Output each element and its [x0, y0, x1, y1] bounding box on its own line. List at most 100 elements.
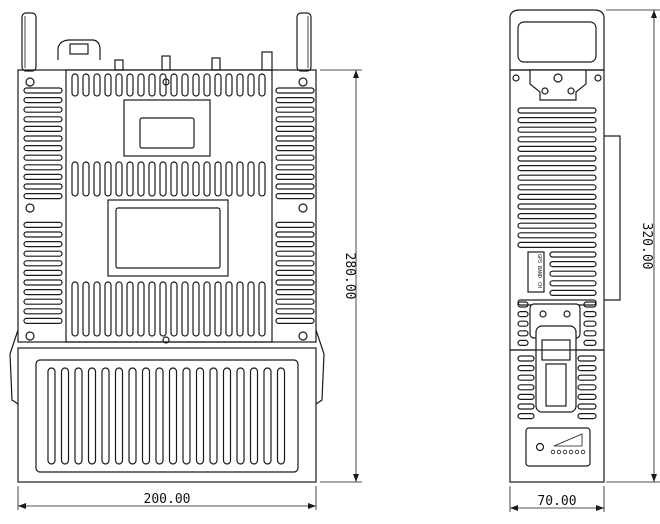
fin-slot	[517, 165, 597, 172]
battery-slot	[249, 367, 259, 465]
battery-slot	[236, 367, 245, 465]
fin-slot	[517, 116, 597, 124]
battery-slot	[141, 367, 151, 465]
fin-slot	[93, 281, 101, 337]
top-connectors	[57, 39, 273, 71]
fin-slot	[104, 161, 112, 197]
fin-slot	[115, 161, 123, 197]
fin-slot	[517, 232, 597, 239]
fin-slot	[23, 317, 63, 324]
fin-slot	[275, 221, 315, 228]
fin-slot	[549, 280, 597, 287]
fin-slot	[275, 87, 315, 94]
fin-slot	[225, 281, 233, 337]
front-height-label: 280.00	[342, 253, 357, 300]
fin-slot	[275, 289, 315, 296]
fin-slot	[148, 161, 156, 197]
fin-slot	[225, 161, 233, 197]
fin-slot	[23, 135, 63, 142]
battery-slot	[222, 367, 232, 465]
fin-slot	[275, 269, 315, 276]
side-fins	[517, 107, 597, 346]
fin-slot	[275, 116, 315, 123]
fin-slot	[104, 281, 112, 337]
fin-slot	[577, 403, 597, 410]
fin-slot	[247, 281, 255, 337]
fin-slot	[517, 213, 597, 220]
fin-slot	[126, 161, 134, 197]
fin-slot	[517, 365, 535, 372]
fin-slot	[275, 231, 315, 238]
fin-slot	[170, 281, 178, 337]
fin-slot	[577, 365, 597, 372]
fin-slot	[517, 174, 597, 181]
panel-label-bottom: CH	[536, 282, 542, 288]
fin-slot	[192, 281, 200, 337]
fin-slot	[517, 311, 529, 318]
fin-slot	[275, 125, 315, 133]
fin-slot	[236, 281, 244, 337]
fin-slot	[126, 281, 134, 337]
connector-panel: GPS BAND CH	[527, 251, 545, 293]
fin-slot	[23, 269, 63, 276]
display-window-small	[123, 99, 211, 157]
side-height-label: 320.00	[639, 223, 654, 270]
fin-slot	[170, 161, 178, 197]
fin-slot	[82, 161, 90, 197]
battery-slot	[74, 367, 83, 465]
fin-slot	[71, 281, 79, 337]
panel-label-mid: BAND	[536, 266, 542, 278]
fin-slot	[23, 221, 63, 228]
display-window-large	[107, 199, 229, 277]
side-view: GPS BAND CH	[509, 9, 621, 483]
fin-slot	[23, 250, 63, 257]
fin-slot	[275, 164, 315, 171]
fin-slot	[517, 193, 597, 200]
front-left-fins	[23, 87, 63, 324]
fin-slot	[247, 161, 255, 197]
fin-slot	[203, 281, 211, 337]
fin-slot	[236, 73, 244, 97]
fin-slot	[275, 183, 315, 190]
fin-slot	[517, 374, 535, 381]
side-width-label: 70.00	[537, 494, 576, 509]
fin-slot	[93, 73, 101, 97]
fin-slot	[148, 281, 156, 337]
fin-slot	[577, 413, 597, 420]
fin-slot	[549, 289, 597, 296]
fin-slot	[71, 73, 79, 97]
fin-slot	[577, 393, 597, 400]
battery-slot	[276, 367, 286, 465]
fin-slot	[517, 320, 529, 327]
fin-slot	[23, 125, 63, 133]
fin-slot	[577, 384, 597, 391]
antenna-left	[21, 12, 37, 72]
fin-slot	[275, 279, 315, 286]
fin-slot	[517, 184, 597, 191]
antenna-right	[296, 12, 312, 72]
fin-slot	[214, 281, 222, 337]
fin-slot	[275, 193, 315, 200]
fin-slot	[225, 73, 233, 97]
fin-slot	[517, 301, 529, 308]
fin-slot	[71, 161, 79, 197]
fin-slot	[275, 154, 315, 161]
battery-slot	[195, 367, 205, 465]
fin-slot	[517, 155, 597, 162]
fin-slot	[549, 270, 597, 277]
battery-slot	[168, 367, 178, 465]
battery-slot	[114, 367, 124, 465]
fin-slot	[517, 136, 597, 143]
battery-pack	[17, 347, 317, 483]
fin-slot	[258, 281, 266, 337]
fin-slot	[203, 161, 211, 197]
battery-slot	[60, 367, 70, 465]
battery-slot	[155, 367, 164, 465]
fin-slot	[583, 301, 597, 308]
fin-slot	[23, 173, 63, 180]
fin-slot	[137, 73, 145, 97]
fin-slot	[181, 73, 189, 97]
front-center-fins	[71, 73, 266, 337]
fin-slot	[181, 161, 189, 197]
